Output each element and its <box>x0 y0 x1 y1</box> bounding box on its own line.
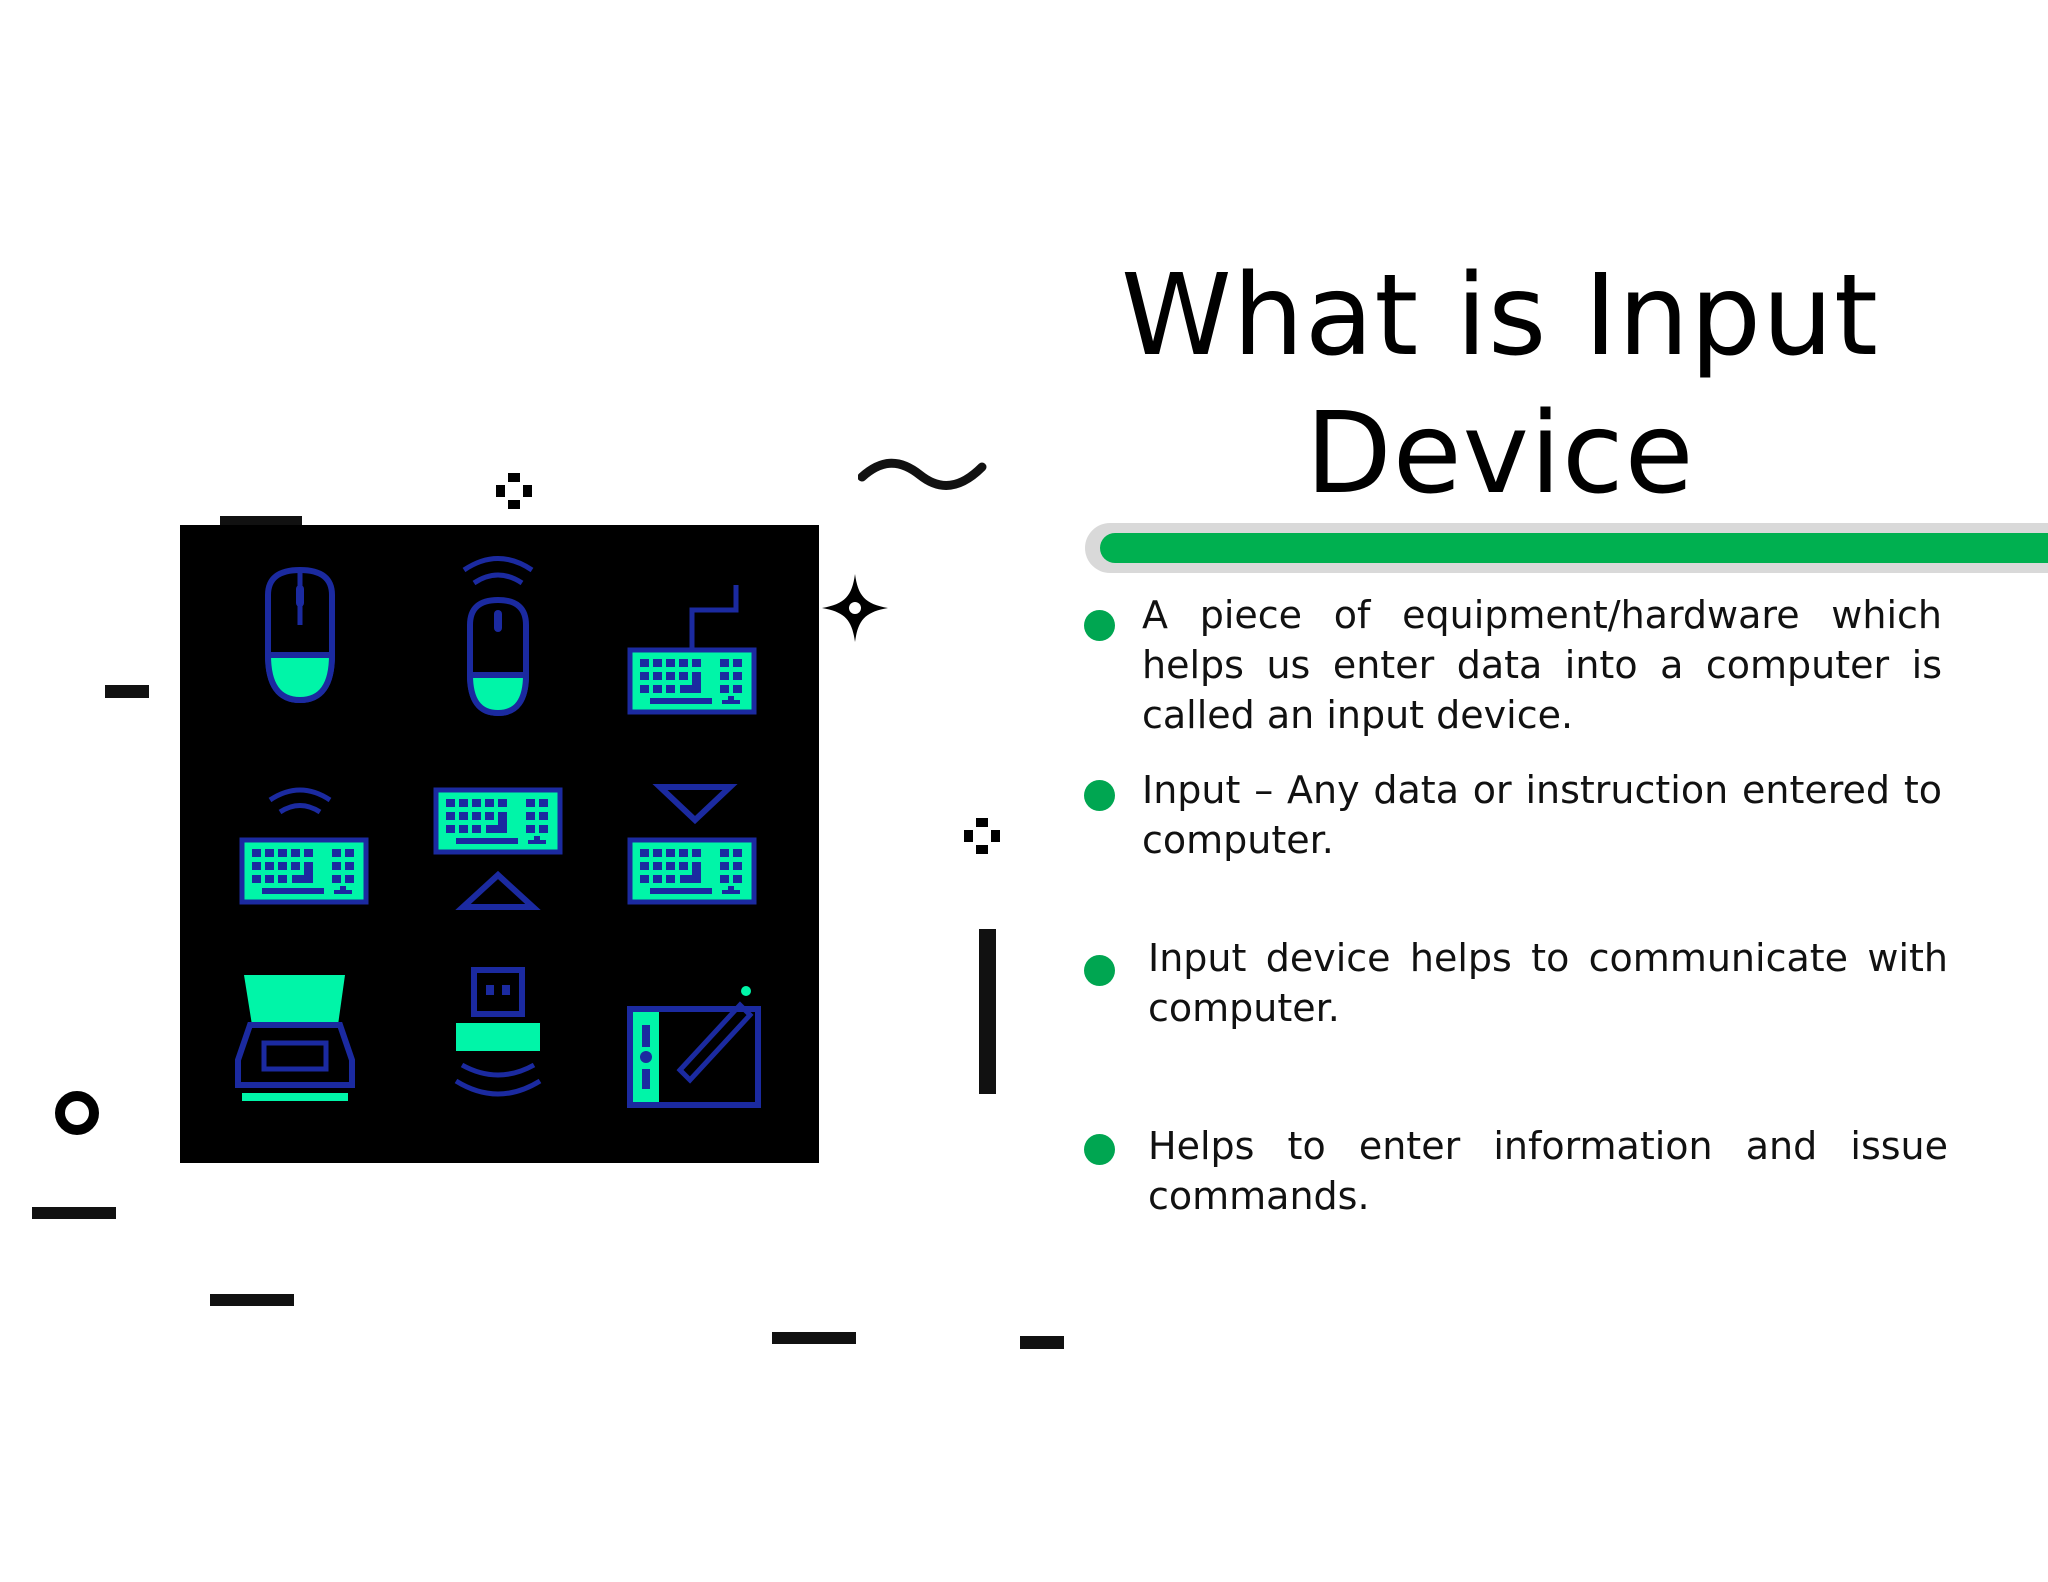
bullet-text: Helps to enter information and issue com… <box>1148 1124 1948 1218</box>
bullet-dot-icon <box>1084 610 1115 641</box>
decor-dash <box>105 685 149 698</box>
pixel-cross-icon <box>496 473 532 509</box>
ring-icon <box>55 1091 99 1135</box>
graphics-tablet-icon <box>627 986 761 1108</box>
bullet-dot-icon <box>1084 955 1115 986</box>
bullet-text: Input device helps to communicate with c… <box>1148 936 1948 1030</box>
keyboard-up-icon <box>436 790 560 910</box>
decor-vertical-bar <box>979 929 996 1094</box>
bullet-text: A piece of equipment/hardware which help… <box>1142 593 1942 737</box>
page-title: What is Input Device <box>1085 247 1915 523</box>
decor-dash <box>772 1332 856 1344</box>
sparkle-icon <box>822 574 888 642</box>
decor-dash <box>210 1294 294 1306</box>
mouse-icon <box>264 566 336 704</box>
scanner-icon <box>235 975 355 1101</box>
input-devices-image <box>180 525 819 1163</box>
keyboard-down-icon <box>630 784 754 902</box>
bullet-dot-icon <box>1084 780 1115 811</box>
decor-dash <box>220 516 302 526</box>
bullet-dot-icon <box>1084 1134 1115 1165</box>
accent-bar-track <box>1085 523 2048 573</box>
squiggle-icon <box>858 458 987 490</box>
bullet-text: Input – Any data or instruction entered … <box>1142 768 1942 862</box>
wireless-mouse-icon <box>462 556 534 717</box>
accent-bar-fill <box>1100 533 2048 563</box>
title-line-2: Device <box>1305 389 1695 519</box>
wired-keyboard-icon <box>630 585 754 712</box>
wireless-keyboard-icon <box>242 787 366 902</box>
decor-dash <box>32 1207 116 1219</box>
pixel-cross-icon <box>964 818 1000 854</box>
decor-dash <box>1020 1336 1064 1349</box>
title-line-1: What is Input <box>1121 251 1879 381</box>
usb-receiver-icon <box>454 967 542 1097</box>
